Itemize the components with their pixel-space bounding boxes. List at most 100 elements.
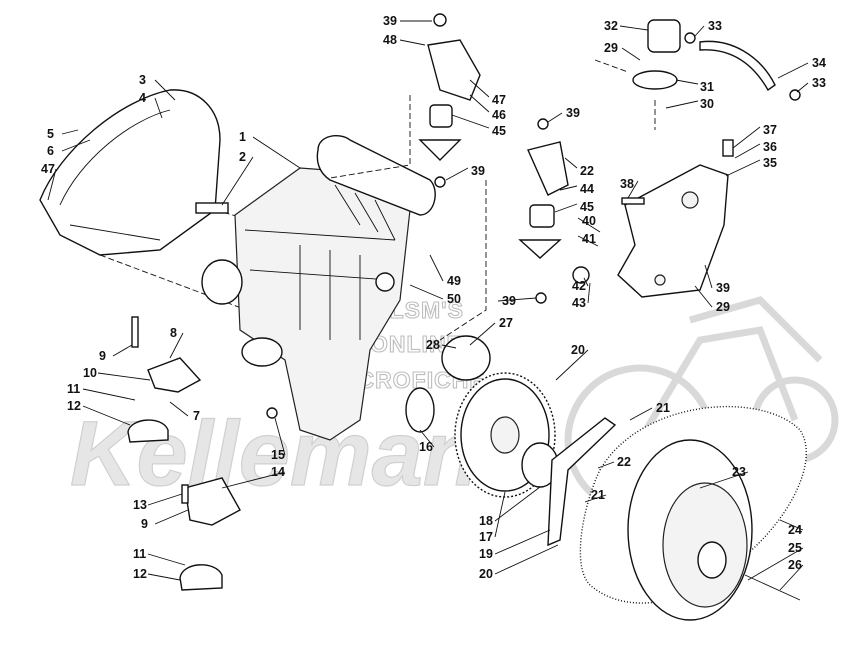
mount-housing-14 [184, 477, 241, 526]
front-mount-12b [179, 564, 223, 591]
callout-c30: 30 [700, 97, 714, 111]
callout-c7: 7 [193, 409, 200, 423]
callout-c39d: 39 [502, 294, 516, 308]
nut-39d [535, 292, 547, 304]
callout-c22b: 22 [617, 455, 631, 469]
clutch-bolt-26 [744, 574, 801, 601]
tank-leader [594, 59, 656, 130]
callout-c40: 40 [582, 214, 596, 228]
rubber-mount-45a [429, 104, 453, 128]
callout-c39c: 39 [566, 106, 580, 120]
mount-washer-a [418, 139, 462, 161]
crank-pulley-16 [405, 387, 435, 433]
nut-39c [537, 118, 549, 130]
callout-c43: 43 [572, 296, 586, 310]
callout-c31: 31 [700, 80, 714, 94]
callout-c21b: 21 [591, 488, 605, 502]
callout-c49: 49 [447, 274, 461, 288]
engine-block [234, 167, 411, 441]
belt-guard-cover [39, 89, 221, 256]
callout-c12b: 12 [133, 567, 147, 581]
callout-c6: 6 [47, 144, 54, 158]
callout-c29a: 29 [604, 41, 618, 55]
belt-guard-inner [59, 109, 171, 241]
callout-c36: 36 [763, 140, 777, 154]
callout-c12a: 12 [67, 399, 81, 413]
callout-c4: 4 [139, 91, 146, 105]
callout-c3: 3 [139, 73, 146, 87]
parts-drawing [39, 13, 809, 621]
bolt-13 [181, 484, 189, 504]
spacer-37 [722, 139, 734, 157]
timing-cover-28 [441, 335, 491, 381]
callout-c1: 1 [239, 130, 246, 144]
engine-bracket-35 [617, 164, 729, 298]
washer-15 [266, 407, 278, 419]
bolt-9a [131, 316, 139, 348]
engine-block-detail [244, 229, 396, 340]
callout-c46: 46 [492, 108, 506, 122]
mount-bracket-44 [527, 141, 569, 196]
front-mount-bracket-10 [147, 357, 202, 393]
intake-manifold [316, 134, 436, 216]
mount-washer-b [518, 239, 562, 259]
callout-c13: 13 [133, 498, 147, 512]
leaders [47, 20, 809, 591]
callout-c11b: 11 [133, 547, 146, 561]
callout-c17: 17 [479, 530, 493, 544]
mount-leader-a [329, 95, 411, 179]
callout-c25: 25 [788, 541, 802, 555]
callout-c48: 48 [383, 33, 397, 47]
callout-c5: 5 [47, 127, 54, 141]
nut-39a [433, 13, 447, 27]
callout-c16: 16 [419, 440, 433, 454]
alternator [201, 259, 243, 305]
bracket-hole-a [681, 191, 699, 209]
intake-runners [334, 184, 396, 241]
oil-filler [375, 272, 395, 292]
callout-c15: 15 [271, 448, 285, 462]
guard-bracket-2 [195, 202, 229, 214]
callout-c2: 2 [239, 150, 246, 164]
callout-c35: 35 [763, 156, 777, 170]
callout-c27: 27 [499, 316, 513, 330]
callout-c11a: 11 [67, 382, 80, 396]
callout-c21a: 21 [656, 401, 670, 415]
mount-leader-b [439, 180, 487, 341]
callout-c33a: 33 [708, 19, 722, 33]
callout-c9b: 9 [141, 517, 148, 531]
bracket-hole-b [654, 274, 666, 286]
callout-c39a: 39 [383, 14, 397, 28]
starter-motor [241, 337, 283, 367]
callout-c38: 38 [620, 177, 634, 191]
callout-c50: 50 [447, 292, 461, 306]
oil-tank-32 [647, 19, 681, 53]
callout-c32: 32 [604, 19, 618, 33]
hose-34 [699, 40, 776, 92]
callout-c8: 8 [170, 326, 177, 340]
callout-c33b: 33 [812, 76, 826, 90]
callout-c9a: 9 [99, 349, 106, 363]
front-mount-12a [127, 419, 169, 443]
callout-c39e: 39 [716, 281, 730, 295]
callout-c20a: 20 [571, 343, 585, 357]
bolt-38 [621, 197, 645, 205]
callout-c45b: 45 [580, 200, 594, 214]
mount-bracket-46 [427, 39, 481, 101]
callout-c10: 10 [83, 366, 97, 380]
clamp-33a [684, 32, 696, 44]
callout-c29b: 29 [716, 300, 730, 314]
callout-c41: 41 [582, 232, 596, 246]
clutch-hub [697, 541, 727, 579]
callout-c28: 28 [426, 338, 440, 352]
callout-c44: 44 [580, 182, 594, 196]
callout-c39b: 39 [471, 164, 485, 178]
callout-c34: 34 [812, 56, 826, 70]
callout-c18: 18 [479, 514, 493, 528]
rubber-mount-45b [529, 204, 555, 228]
callout-c37: 37 [763, 123, 777, 137]
callout-c47a: 47 [492, 93, 506, 107]
callout-c47b: 47 [41, 162, 55, 176]
